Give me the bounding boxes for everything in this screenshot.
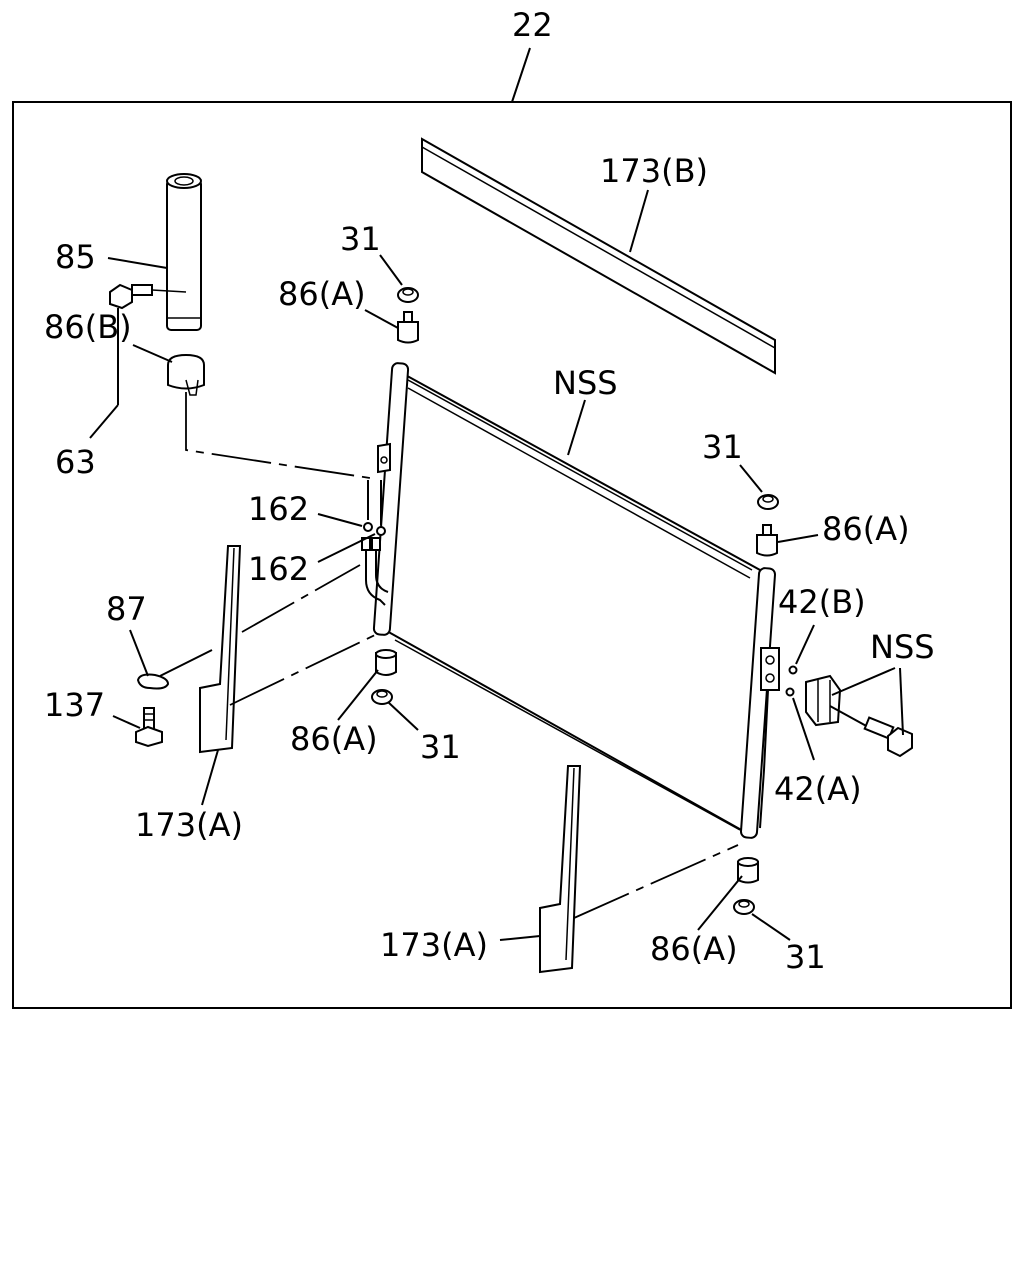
cushion-tr-leader <box>739 464 763 493</box>
label-42a: 42(A) <box>774 770 862 808</box>
nss-fitting-leader-a <box>831 667 896 696</box>
clip-line <box>159 649 213 677</box>
mount-top-left <box>397 311 419 344</box>
dryer-leader <box>107 257 168 269</box>
mount-bottom-right <box>737 857 759 884</box>
condenser-leader <box>567 399 586 456</box>
label-63: 63 <box>55 443 96 481</box>
label-87: 87 <box>106 590 147 628</box>
oring-162-a <box>363 522 373 532</box>
seal-left-leader <box>201 749 219 806</box>
label-173a-left: 173(A) <box>135 806 243 844</box>
seal-bottom-dash <box>573 844 739 919</box>
oring-42b-leader <box>795 624 815 665</box>
cushion-br-leader <box>751 913 791 941</box>
label-86a-br: 86(A) <box>650 930 738 968</box>
bolt-63-leader <box>89 404 119 439</box>
seal-strip-top <box>421 137 776 375</box>
pipe-dash <box>241 564 361 633</box>
label-31-bl: 31 <box>420 728 461 766</box>
label-nss-fitting: NSS <box>870 628 935 666</box>
dryer-mount-line <box>185 392 371 479</box>
clip-87 <box>136 673 170 690</box>
label-31-tr: 31 <box>702 428 743 466</box>
bolt-137-leader <box>112 715 141 729</box>
label-173a-bottom: 173(A) <box>380 926 488 964</box>
cushion-tl-leader <box>379 254 403 286</box>
mount-tr-leader <box>777 534 819 543</box>
assembly-leader <box>511 47 531 103</box>
cushion-bl-leader <box>387 701 419 731</box>
oring-162-a-leader <box>317 513 363 527</box>
label-86a-tl: 86(A) <box>278 275 366 313</box>
seal-strip-bottom <box>539 765 582 974</box>
receiver-dryer <box>166 173 202 331</box>
oring-162-b <box>376 526 386 536</box>
dryer-bracket <box>167 353 205 396</box>
pipe-fitting <box>805 674 842 727</box>
label-86a-tr: 86(A) <box>822 510 910 548</box>
mount-br-leader <box>697 875 743 931</box>
label-31-tl: 31 <box>340 220 381 258</box>
label-85: 85 <box>55 238 96 276</box>
seal-top-leader <box>629 189 649 253</box>
mount-top-right <box>756 524 778 557</box>
cushion-bottom-left <box>371 689 393 705</box>
oring-42b <box>788 665 798 675</box>
label-nss-condenser: NSS <box>553 364 618 402</box>
oring-42a-leader <box>792 697 815 761</box>
label-22: 22 <box>512 6 553 44</box>
nss-fitting-leader-b <box>899 667 904 736</box>
seal-left-dash <box>229 634 376 706</box>
label-42b: 42(B) <box>778 583 866 621</box>
oring-162-b-leader <box>317 533 376 563</box>
label-86a-bl: 86(A) <box>290 720 378 758</box>
mount-bottom-left <box>375 649 397 676</box>
cushion-top-left <box>397 287 419 303</box>
label-162-a: 162 <box>248 490 309 528</box>
label-86b: 86(B) <box>44 308 132 346</box>
bolt-137 <box>135 707 163 748</box>
seal-strip-left <box>199 545 242 754</box>
mount-tl-leader <box>364 309 399 329</box>
label-162-b: 162 <box>248 550 309 588</box>
oring-42a <box>785 687 795 697</box>
mount-bl-leader <box>337 669 379 721</box>
condenser-core <box>361 362 780 839</box>
clip-leader <box>129 629 149 677</box>
bolt-63 <box>109 283 187 310</box>
bracket-b-leader <box>132 344 173 363</box>
label-173b: 173(B) <box>600 152 708 190</box>
fitting-bolt <box>829 705 913 758</box>
seal-bottom-leader <box>499 935 541 941</box>
label-31-br: 31 <box>785 938 826 976</box>
cushion-bottom-right <box>733 899 755 915</box>
cushion-top-right <box>757 494 779 510</box>
label-137: 137 <box>44 686 105 724</box>
